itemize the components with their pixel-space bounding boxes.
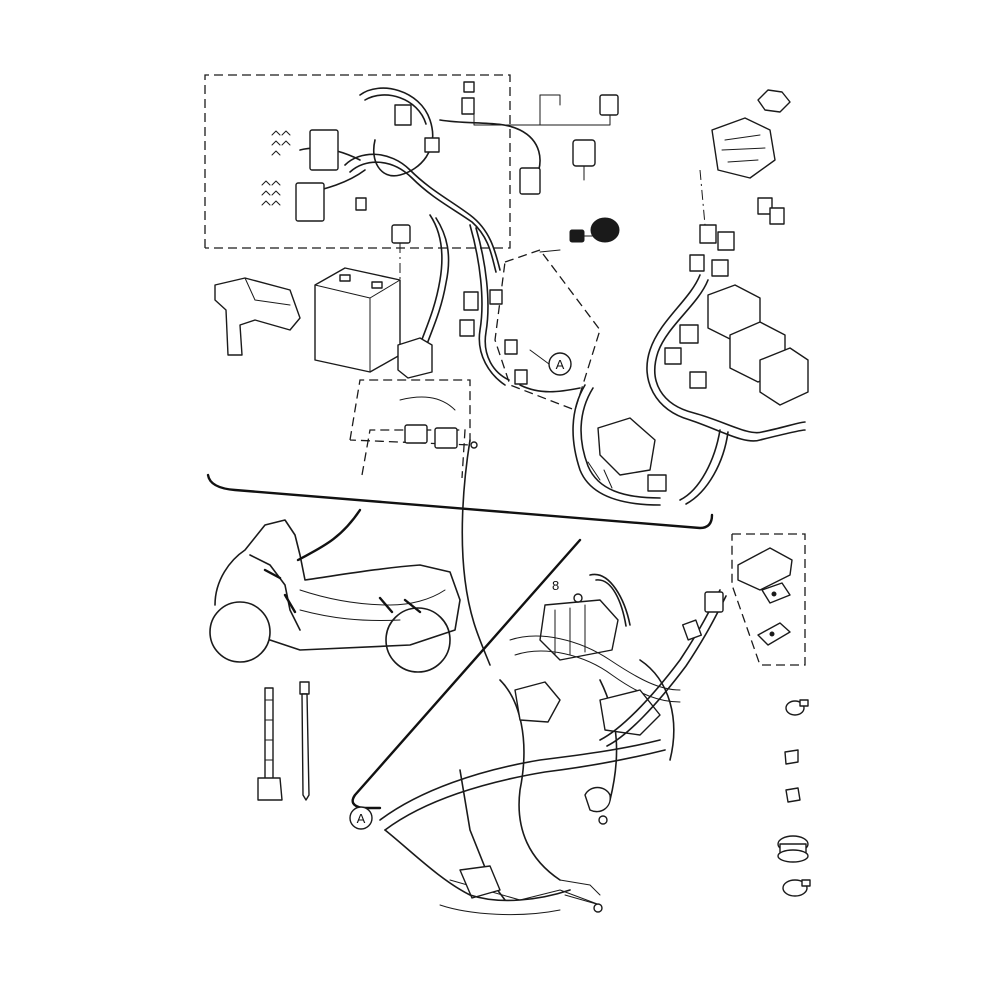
- hose-clamp-1: [785, 699, 809, 716]
- callout-a-top: A: [529, 349, 572, 376]
- upper-dashed-enclosure: [204, 74, 511, 249]
- part-8-bolt: 8: [552, 578, 583, 603]
- vehicle-frame: [379, 635, 681, 916]
- battery-bracket: [214, 277, 301, 356]
- upper-detail-frame: [206, 473, 714, 530]
- scooter-silhouette: [209, 508, 461, 673]
- callout-a-bottom: A: [349, 806, 373, 830]
- part-number-label: 8: [552, 578, 559, 593]
- right-harness: [572, 274, 806, 506]
- front-harness-branch: [599, 589, 727, 747]
- top-connector-group: [295, 81, 619, 222]
- cable-tie: [299, 681, 310, 801]
- ecu-dashed-region: [731, 533, 806, 666]
- ecu-module-stack: [664, 284, 809, 406]
- middle-dashed-region: [459, 249, 601, 411]
- callout-a-top-label: A: [556, 357, 565, 372]
- battery: [314, 224, 411, 373]
- ignition-switch: [539, 217, 620, 253]
- regulator-module: [587, 417, 667, 492]
- cable-tie-with-clip: [257, 687, 283, 801]
- ground-lead: [461, 439, 491, 666]
- handlebar-switch-assembly: [689, 89, 791, 277]
- relay-box: [349, 337, 471, 479]
- terminal-parts: [261, 130, 291, 206]
- hose-clamp-3: [785, 787, 801, 803]
- starter-motor: [539, 573, 631, 661]
- hose-clamp-4: [777, 835, 809, 863]
- hose-clamp-5: [782, 879, 811, 897]
- hose-clamp-2: [784, 749, 799, 765]
- callout-a-bottom-label: A: [357, 811, 366, 826]
- lower-detail-frame: [351, 538, 582, 810]
- rear-harness: [384, 815, 608, 913]
